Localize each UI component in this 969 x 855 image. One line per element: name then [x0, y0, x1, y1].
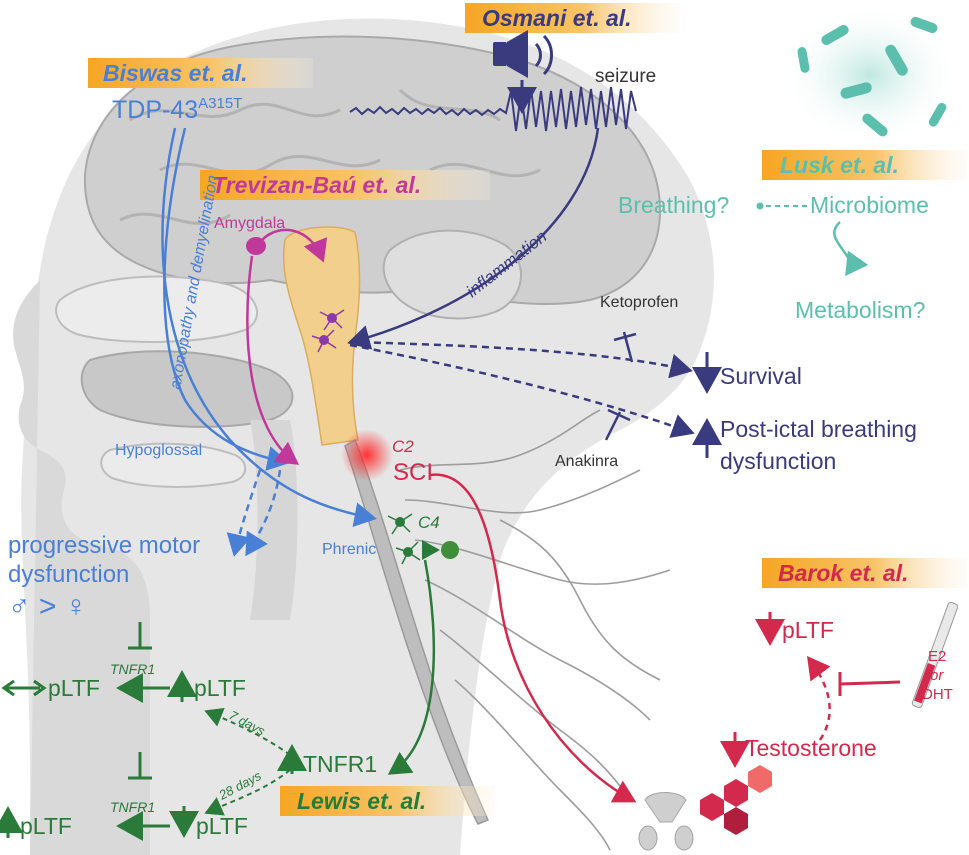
metabolism-question: Metabolism? [795, 297, 925, 323]
barok-pltf-label: pLTF [782, 617, 834, 643]
association-dot [756, 202, 764, 210]
dht-label: DHT [922, 686, 953, 703]
progressive-arrow-1 [226, 469, 262, 557]
spinal-cord [341, 429, 490, 825]
header-lewis: Lewis et. al. [280, 786, 495, 816]
e2-dht-block [838, 672, 901, 696]
c4-label: C4 [418, 513, 440, 532]
microbiome-metabolism-arrow [833, 221, 869, 277]
testosterone-label: Testosterone [745, 735, 877, 761]
svg-text:Lewis et. al.: Lewis et. al. [297, 788, 426, 814]
progressive-label-1: progressive motor [8, 532, 200, 559]
anakinra-label: Anakinra [555, 453, 618, 470]
twentyeight-days-arrow [204, 769, 291, 816]
sex-difference-label: ♂ > ♀ [8, 590, 87, 623]
phrenic-label: Phrenic [322, 541, 376, 558]
breathing-dysfunction-arrow [349, 343, 695, 438]
tnfr1-inhibitor-label-2: TNFR1 [110, 799, 155, 815]
hypoglossal-label: Hypoglossal [115, 442, 202, 459]
header-trevizan: Trevizan-Baú et. al. [200, 170, 490, 200]
seizure-label: seizure [595, 66, 656, 87]
neurons [311, 309, 459, 565]
pltf-increased: pLTF [194, 675, 246, 701]
survival-label: Survival [720, 363, 802, 389]
pltf-increased-2: pLTF [20, 813, 72, 839]
svg-text:Osmani et. al.: Osmani et. al. [482, 5, 632, 31]
svg-text:Barok et. al.: Barok et. al. [778, 560, 908, 586]
or-label: or [930, 667, 944, 684]
tnfr1-label: TNFR1 [303, 751, 377, 777]
svg-text:Lusk et. al.: Lusk et. al. [780, 152, 899, 178]
lewis-row-1: pLTF TNFR1 pLTF [1, 622, 246, 703]
tnfr1-inhibitor-label-1: TNFR1 [110, 661, 155, 677]
pltf-decreased: pLTF [196, 813, 248, 839]
breathing-question: Breathing? [618, 192, 729, 218]
post-ictal-label-2: dysfunction [720, 448, 836, 474]
post-ictal-label-1: Post-ictal breathing [720, 416, 917, 442]
anakinra-inhibit [604, 408, 631, 441]
amygdala-brainstem-arrow [261, 228, 328, 263]
amygdala-hypoglossal-arrow [246, 255, 300, 465]
eeg-trace [349, 86, 637, 132]
tnfr1-block-2 [128, 752, 152, 780]
header-osmani: Osmani et. al. [465, 3, 680, 33]
amygdala-label: Amygdala [214, 215, 285, 232]
testes-icon [638, 792, 694, 851]
amygdala-icon [246, 237, 266, 255]
microbiome-illustration [780, 3, 960, 147]
svg-text:Trevizan-Baú et. al.: Trevizan-Baú et. al. [212, 172, 421, 198]
header-biswas: Biswas et. al. [88, 58, 313, 88]
biswas-phrenic-arrow [161, 127, 377, 528]
progressive-label-2: dysfunction [8, 561, 129, 588]
testosterone-molecule-icon [700, 765, 772, 835]
e2-label: E2 [928, 648, 946, 665]
tdp43-label: TDP-43A315T [112, 95, 242, 124]
tnfr1-block-1 [128, 622, 152, 650]
c2-label: C2 [392, 437, 414, 456]
testosterone-pltf-arrow [807, 655, 831, 741]
microbiome-label: Microbiome [810, 192, 929, 218]
microglia-icon [441, 541, 459, 559]
syringe-icon [911, 601, 959, 709]
lewis-row-2: pLTF TNFR1 pLTF [0, 752, 248, 841]
survival-arrow [349, 340, 693, 379]
sci-lesion [341, 429, 393, 481]
ketoprofen-label: Ketoprofen [600, 294, 678, 311]
sci-label: SCI [393, 459, 433, 486]
seven-days-arrow [204, 708, 291, 756]
svg-text:Biswas et. al.: Biswas et. al. [103, 60, 247, 86]
inflammation-arrow [347, 127, 600, 350]
pltf-maintained: pLTF [48, 675, 100, 701]
header-lusk: Lusk et. al. [762, 150, 967, 180]
sci-testes-arrow [429, 473, 637, 803]
biswas-hypoglossal-arrow [163, 127, 290, 471]
c4-tnfr1-arrow [387, 559, 436, 775]
header-barok: Barok et. al. [762, 558, 967, 588]
ketoprofen-inhibit [613, 331, 637, 363]
speaker-icon [493, 30, 553, 78]
